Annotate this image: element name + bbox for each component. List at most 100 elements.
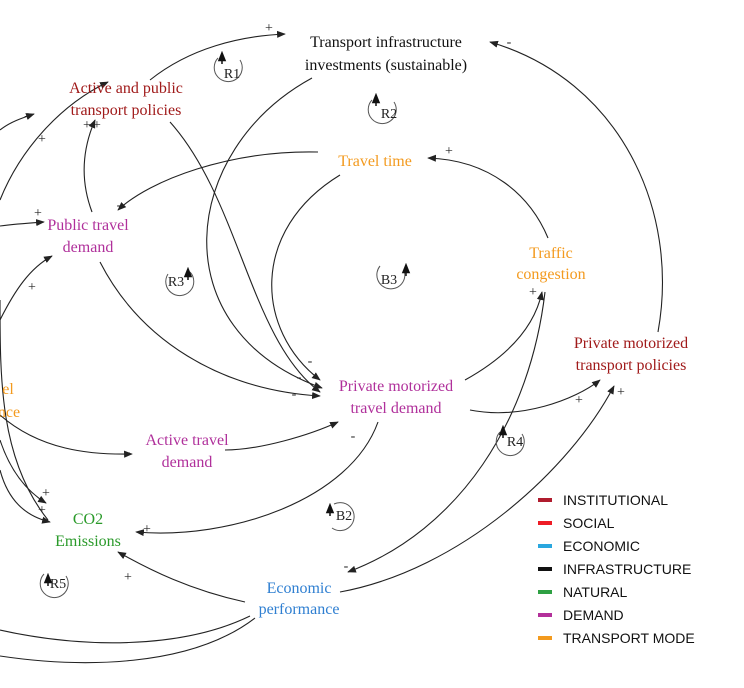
- loop-r4: R4: [495, 424, 525, 457]
- svg-text:R3: R3: [168, 275, 184, 290]
- sign-minus: -: [297, 370, 302, 385]
- sign-plus: +: [38, 503, 46, 518]
- edge-congestion-to-economic: [347, 291, 546, 573]
- svg-text:R5: R5: [50, 577, 66, 592]
- svg-text:Travel time: Travel time: [338, 153, 412, 170]
- loop-b2: B2: [325, 502, 355, 532]
- svg-text:CO2: CO2: [73, 511, 103, 528]
- edge-economic-to-left-1: [0, 615, 251, 644]
- legend-item-social: SOCIAL: [538, 515, 615, 531]
- svg-text:R2: R2: [381, 107, 397, 122]
- svg-text:transport policies: transport policies: [576, 357, 687, 374]
- svg-text:INSTITUTIONAL: INSTITUTIONAL: [563, 492, 668, 508]
- loop-r3: R3: [165, 266, 195, 297]
- edge-economic-to-co2: [117, 551, 246, 603]
- edge-public-demand-to-active-policies: [83, 119, 96, 213]
- loop-r2: R2: [367, 92, 397, 125]
- node-co2-emissions: CO2 Emissions: [55, 511, 121, 550]
- edge-left-to-co2-2: [0, 469, 51, 524]
- edge-travel-time-to-private-demand: [271, 174, 341, 381]
- edge-active-policies-to-private-demand: [169, 121, 321, 393]
- node-active-public-policies: Active and public transport policies: [69, 80, 183, 119]
- edge-infra-to-private-demand: [206, 77, 323, 389]
- loop-markers: R1 R2 R3 B3 R4 B2 R5: [39, 50, 525, 599]
- loop-b3: B3: [376, 262, 411, 290]
- edge-left-to-active-travel-demand: [0, 414, 133, 458]
- edge-economic-to-left-2: [0, 617, 256, 664]
- node-left-cropped: el nce: [0, 381, 20, 421]
- edge-left-to-active-policies-2: [0, 113, 35, 131]
- svg-text:Active travel: Active travel: [145, 432, 229, 449]
- loop-r1: R1: [213, 50, 243, 83]
- sign-plus: +: [24, 110, 32, 125]
- svg-text:performance: performance: [259, 601, 340, 618]
- legend-item-transport-mode: TRANSPORT MODE: [538, 630, 695, 646]
- edge-travel-time-to-public-demand: [117, 151, 319, 211]
- edge-active-policies-to-infra: [149, 30, 286, 81]
- svg-text:Active and public: Active and public: [69, 80, 183, 97]
- sign-minus: -: [344, 559, 349, 574]
- edge-congestion-to-travel-time: [427, 154, 549, 239]
- legend-item-demand: DEMAND: [538, 607, 624, 623]
- node-public-travel-demand: Public travel demand: [47, 217, 129, 256]
- node-economic-performance: Economic performance: [259, 580, 340, 618]
- sign-minus: -: [292, 387, 297, 402]
- svg-text:SOCIAL: SOCIAL: [563, 515, 615, 531]
- sign-plus: +: [529, 285, 537, 300]
- node-active-travel-demand: Active travel demand: [145, 432, 229, 471]
- svg-text:demand: demand: [63, 239, 114, 256]
- svg-text:B3: B3: [381, 273, 397, 288]
- sign-plus: +: [617, 385, 625, 400]
- svg-text:Public travel: Public travel: [47, 217, 129, 234]
- edge-economic-to-private-policies: [339, 385, 615, 593]
- sign-plus: +: [93, 118, 101, 133]
- edge-public-demand-to-private-demand: [99, 261, 321, 400]
- svg-text:NATURAL: NATURAL: [563, 584, 628, 600]
- sign-minus: -: [117, 198, 122, 213]
- edge-active-travel-demand-to-private-demand: [224, 421, 339, 451]
- edge-private-demand-to-private-policies: [469, 379, 601, 414]
- sign-plus: +: [265, 21, 273, 36]
- svg-text:B2: B2: [336, 509, 352, 524]
- sign-plus: +: [575, 393, 583, 408]
- node-transport-infrastructure: Transport infrastructure investments (su…: [305, 34, 467, 74]
- node-travel-time: Travel time: [338, 153, 412, 170]
- sign-plus: +: [143, 522, 151, 537]
- node-traffic-congestion: Traffic congestion: [516, 245, 585, 283]
- svg-text:Traffic: Traffic: [529, 245, 573, 262]
- svg-text:Economic: Economic: [267, 580, 332, 597]
- node-private-transport-policies: Private motorized transport policies: [574, 335, 688, 374]
- sign-plus: +: [445, 144, 453, 159]
- legend-item-infrastructure: INFRASTRUCTURE: [538, 561, 691, 577]
- sign-plus: +: [28, 280, 36, 295]
- legend-item-natural: NATURAL: [538, 584, 628, 600]
- sign-plus: +: [83, 118, 91, 133]
- sign-minus: -: [351, 429, 356, 444]
- edge-left-curve-to-co2: [0, 299, 49, 521]
- svg-text:R4: R4: [507, 435, 523, 450]
- legend-item-institutional: INSTITUTIONAL: [538, 492, 668, 508]
- svg-text:investments (sustainable): investments (sustainable): [305, 57, 467, 74]
- svg-text:ECONOMIC: ECONOMIC: [563, 538, 640, 554]
- sign-plus: +: [124, 570, 132, 585]
- edge-private-demand-to-co2: [135, 421, 379, 537]
- svg-text:TRANSPORT MODE: TRANSPORT MODE: [563, 630, 695, 646]
- loop-r5: R5: [39, 572, 69, 599]
- svg-text:DEMAND: DEMAND: [563, 607, 624, 623]
- sign-plus: +: [42, 486, 50, 501]
- edge-left-to-public-demand-2: [0, 255, 53, 321]
- svg-text:INFRASTRUCTURE: INFRASTRUCTURE: [563, 561, 691, 577]
- svg-text:el: el: [2, 381, 14, 398]
- svg-text:transport policies: transport policies: [71, 102, 182, 119]
- svg-text:R1: R1: [224, 67, 240, 82]
- sign-minus: -: [308, 354, 313, 369]
- sign-plus: +: [34, 206, 42, 221]
- node-private-travel-demand: Private motorized travel demand: [339, 378, 453, 417]
- edge-private-policies-to-infra: [489, 40, 663, 333]
- edge-private-demand-to-congestion: [464, 291, 544, 381]
- sign-minus: -: [507, 35, 512, 50]
- svg-text:Private motorized: Private motorized: [339, 378, 453, 395]
- svg-text:congestion: congestion: [516, 266, 585, 283]
- svg-text:nce: nce: [0, 404, 20, 421]
- svg-text:travel demand: travel demand: [350, 400, 441, 417]
